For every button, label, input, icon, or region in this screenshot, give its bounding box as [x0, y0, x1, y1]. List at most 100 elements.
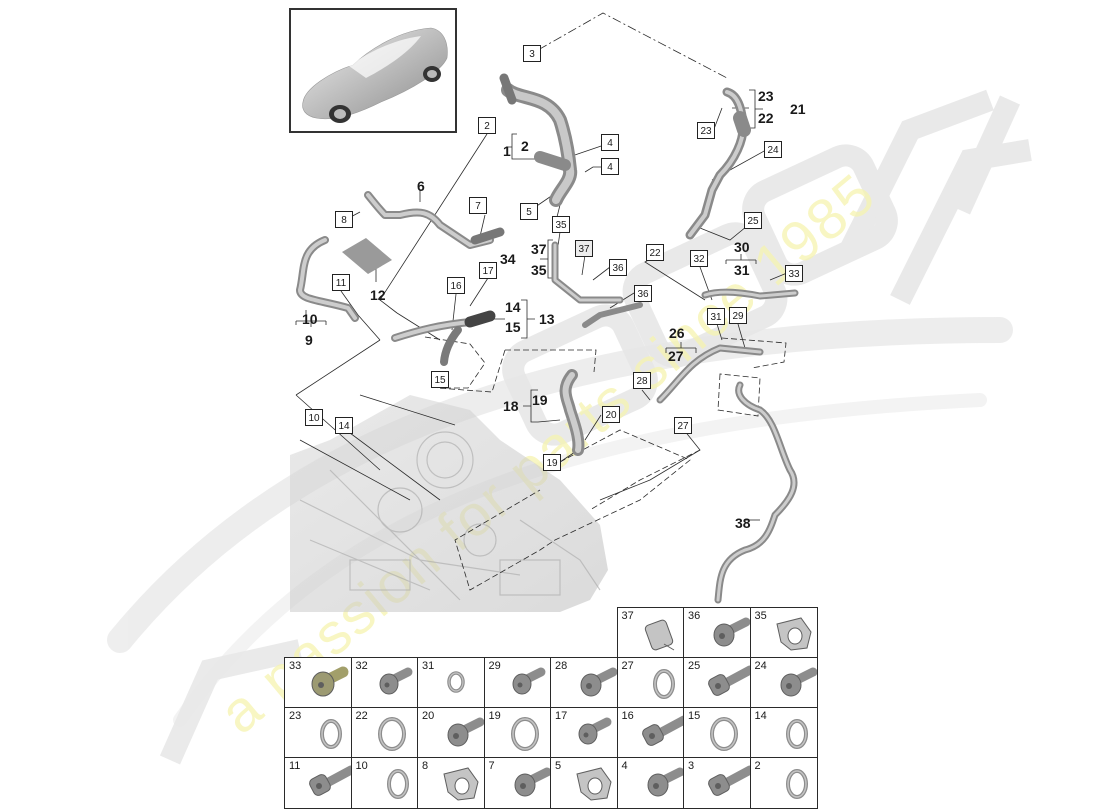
callout-label-18[interactable]: 18 — [503, 398, 519, 414]
callout-box-24[interactable]: 24 — [764, 141, 782, 158]
callout-box-32[interactable]: 32 — [690, 250, 708, 267]
callout-box-19[interactable]: 19 — [543, 454, 561, 471]
callout-box-14[interactable]: 14 — [335, 417, 353, 434]
callout-box-33[interactable]: 33 — [785, 265, 803, 282]
callout-box-37[interactable]: 37 — [575, 240, 593, 257]
callout-label-26[interactable]: 26 — [669, 325, 685, 341]
callout-box-35[interactable]: 35 — [552, 216, 570, 233]
callout-label-21[interactable]: 21 — [790, 101, 806, 117]
callout-label-6[interactable]: 6 — [417, 178, 425, 194]
callout-box-36[interactable]: 36 — [634, 285, 652, 302]
callout-box-2[interactable]: 2 — [478, 117, 496, 134]
bolt-short-icon — [578, 717, 612, 745]
part-cell-37[interactable]: 37 — [616, 607, 685, 659]
callout-label-34[interactable]: 34 — [500, 251, 516, 267]
callout-label-12[interactable]: 12 — [370, 287, 386, 303]
callout-box-4[interactable]: 4 — [601, 158, 619, 175]
callout-label-1[interactable]: 1 — [503, 143, 511, 159]
part-cell-8[interactable]: 8 — [417, 757, 486, 809]
callout-box-4[interactable]: 4 — [601, 134, 619, 151]
callout-box-3[interactable]: 3 — [523, 45, 541, 62]
callout-label-19[interactable]: 19 — [532, 392, 548, 408]
callout-box-20[interactable]: 20 — [602, 406, 620, 423]
bolt-flange-icon — [514, 767, 551, 797]
part-number: 4 — [621, 760, 628, 772]
callout-box-28[interactable]: 28 — [633, 372, 651, 389]
bolt-flange-icon — [647, 767, 684, 797]
part-cell-10[interactable]: 10 — [350, 757, 419, 809]
callout-label-9[interactable]: 9 — [305, 332, 313, 348]
bolt-flange-icon — [580, 667, 618, 697]
callout-box-7[interactable]: 7 — [469, 197, 487, 214]
part-cell-24[interactable]: 24 — [749, 657, 818, 709]
callout-label-37[interactable]: 37 — [531, 241, 547, 257]
callout-label-2[interactable]: 2 — [521, 138, 529, 154]
callout-box-27[interactable]: 27 — [674, 417, 692, 434]
callout-box-11[interactable]: 11 — [332, 274, 350, 291]
o-ring-icon — [652, 669, 675, 699]
part-cell-7[interactable]: 7 — [483, 757, 552, 809]
callout-label-31[interactable]: 31 — [734, 262, 750, 278]
part-cell-14[interactable]: 14 — [749, 707, 818, 759]
part-cell-3[interactable]: 3 — [683, 757, 752, 809]
callout-box-22[interactable]: 22 — [646, 244, 664, 261]
part-number: 35 — [754, 610, 767, 622]
part-cell-11[interactable]: 11 — [284, 757, 353, 809]
vehicle-thumbnail — [289, 8, 457, 133]
callout-label-38[interactable]: 38 — [735, 515, 751, 531]
bolt-short-icon — [512, 667, 545, 695]
part-cell-31[interactable]: 31 — [417, 657, 486, 709]
callout-label-13[interactable]: 13 — [539, 311, 555, 327]
part-cell-29[interactable]: 29 — [483, 657, 552, 709]
part-number: 27 — [621, 660, 634, 672]
callout-box-29[interactable]: 29 — [729, 307, 747, 324]
bolt-flange-icon — [447, 717, 485, 747]
bolt-socket-icon — [641, 715, 684, 746]
callout-label-15[interactable]: 15 — [505, 319, 521, 335]
part-cell-23[interactable]: 23 — [284, 707, 353, 759]
part-cell-33[interactable]: 33 — [284, 657, 353, 709]
o-ring-large-icon — [710, 717, 738, 751]
part-cell-25[interactable]: 25 — [683, 657, 752, 709]
part-number: 28 — [555, 660, 568, 672]
clip-icon — [443, 767, 479, 801]
callout-label-14[interactable]: 14 — [505, 299, 521, 315]
callout-label-27[interactable]: 27 — [668, 348, 684, 364]
part-cell-17[interactable]: 17 — [550, 707, 619, 759]
part-cell-2[interactable]: 2 — [749, 757, 818, 809]
part-cell-5[interactable]: 5 — [550, 757, 619, 809]
part-cell-35[interactable]: 35 — [749, 607, 818, 659]
sleeve-icon — [644, 619, 674, 651]
callout-box-5[interactable]: 5 — [520, 203, 538, 220]
callout-box-8[interactable]: 8 — [335, 211, 353, 228]
callout-label-35[interactable]: 35 — [531, 262, 547, 278]
callout-box-31[interactable]: 31 — [707, 308, 725, 325]
part-cell-36[interactable]: 36 — [683, 607, 752, 659]
callout-box-16[interactable]: 16 — [447, 277, 465, 294]
part-cell-28[interactable]: 28 — [550, 657, 619, 709]
part-cell-16[interactable]: 16 — [616, 707, 685, 759]
callout-box-15[interactable]: 15 — [431, 371, 449, 388]
part-number: 22 — [355, 710, 368, 722]
callout-label-30[interactable]: 30 — [734, 239, 750, 255]
part-number: 16 — [621, 710, 634, 722]
bolt-flange-icon — [713, 617, 751, 647]
callout-box-10[interactable]: 10 — [305, 409, 323, 426]
clip-icon — [775, 617, 812, 651]
callout-box-25[interactable]: 25 — [744, 212, 762, 229]
part-cell-32[interactable]: 32 — [350, 657, 419, 709]
callout-label-23[interactable]: 23 — [758, 88, 774, 104]
part-cell-27[interactable]: 27 — [616, 657, 685, 709]
part-cell-15[interactable]: 15 — [683, 707, 752, 759]
callout-label-10[interactable]: 10 — [302, 311, 318, 327]
part-cell-22[interactable]: 22 — [350, 707, 419, 759]
part-cell-19[interactable]: 19 — [483, 707, 552, 759]
callout-label-22[interactable]: 22 — [758, 110, 774, 126]
callout-box-17[interactable]: 17 — [479, 262, 497, 279]
part-cell-20[interactable]: 20 — [417, 707, 486, 759]
part-cell-4[interactable]: 4 — [616, 757, 685, 809]
callout-box-36[interactable]: 36 — [609, 259, 627, 276]
callout-box-23[interactable]: 23 — [697, 122, 715, 139]
o-ring-icon — [386, 769, 409, 799]
